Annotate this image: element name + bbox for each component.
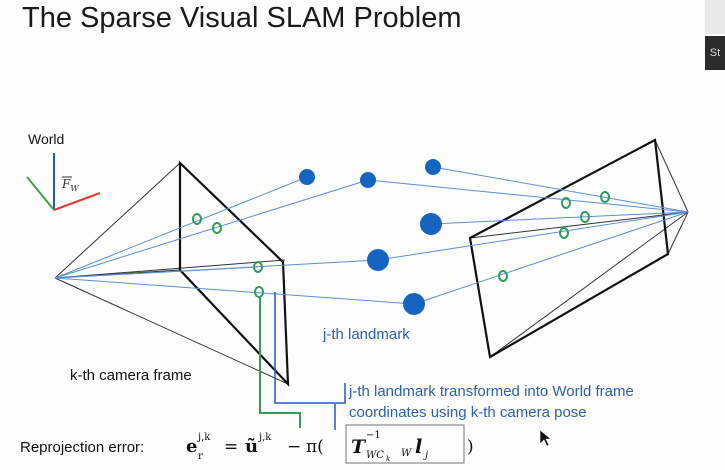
landmark-label: j-th landmark	[322, 326, 410, 343]
svg-text:): )	[467, 437, 474, 457]
svg-text:r: r	[198, 451, 203, 462]
world-frame-axes	[26, 153, 101, 211]
left-rays	[54, 176, 415, 305]
svg-text:W: W	[401, 448, 412, 459]
side-panel-thumbnail[interactable]	[705, 0, 725, 34]
svg-text:j: j	[423, 450, 428, 461]
observation-point	[600, 191, 610, 203]
camera-frame-label: k-th camera frame	[70, 367, 192, 384]
reprojection-equation: e j,k r = ũ j,k − π( T −1 WC k W l j )	[186, 430, 474, 463]
transform-note-line-2: coordinates using k-th camera pose	[349, 404, 587, 421]
side-panel-label[interactable]: St	[705, 36, 725, 70]
svg-text:T: T	[351, 436, 367, 458]
reprojection-label: Reprojection error:	[20, 439, 144, 456]
observation-point	[559, 227, 569, 239]
svg-text:j,k: j,k	[258, 432, 272, 443]
svg-text:WC: WC	[366, 450, 384, 461]
landmark-point	[360, 172, 376, 188]
observation-point	[580, 211, 590, 223]
equation-highlight-box	[345, 424, 465, 464]
svg-text:e: e	[186, 436, 197, 457]
observation-point	[212, 222, 222, 234]
right-rays	[367, 166, 689, 305]
svg-text:ũ: ũ	[245, 436, 258, 457]
mouse-cursor-icon	[539, 429, 552, 447]
world-label: World	[28, 131, 64, 147]
observation-point	[192, 213, 202, 225]
svg-text:−: −	[287, 437, 301, 457]
landmark-point	[367, 249, 389, 271]
observation-point	[498, 270, 508, 282]
observation-point	[254, 286, 264, 298]
landmark-point	[299, 169, 315, 185]
svg-text:l: l	[415, 436, 422, 458]
observation-point	[561, 197, 571, 209]
landmarks	[299, 159, 442, 315]
frame-label: FW	[61, 177, 79, 193]
slide-title: The Sparse Visual SLAM Problem	[22, 2, 462, 34]
observation-point	[253, 261, 263, 273]
svg-text:j,k: j,k	[197, 432, 211, 443]
svg-text:−1: −1	[366, 430, 381, 441]
left-image-plane	[178, 160, 290, 387]
transform-note-line-1: j-th landmark transformed into World fra…	[348, 383, 634, 400]
landmark-connector	[274, 292, 336, 430]
landmark-point	[425, 159, 441, 175]
landmark-point	[403, 293, 425, 315]
observation-connector	[259, 296, 301, 428]
svg-text:=: =	[224, 437, 238, 457]
observations	[192, 191, 610, 298]
right-image-plane	[468, 138, 670, 359]
svg-text:π(: π(	[306, 437, 324, 457]
right-camera-frustum	[469, 139, 689, 358]
landmark-point	[420, 213, 442, 235]
transform-connector	[336, 383, 346, 404]
svg-text:k: k	[386, 455, 390, 463]
